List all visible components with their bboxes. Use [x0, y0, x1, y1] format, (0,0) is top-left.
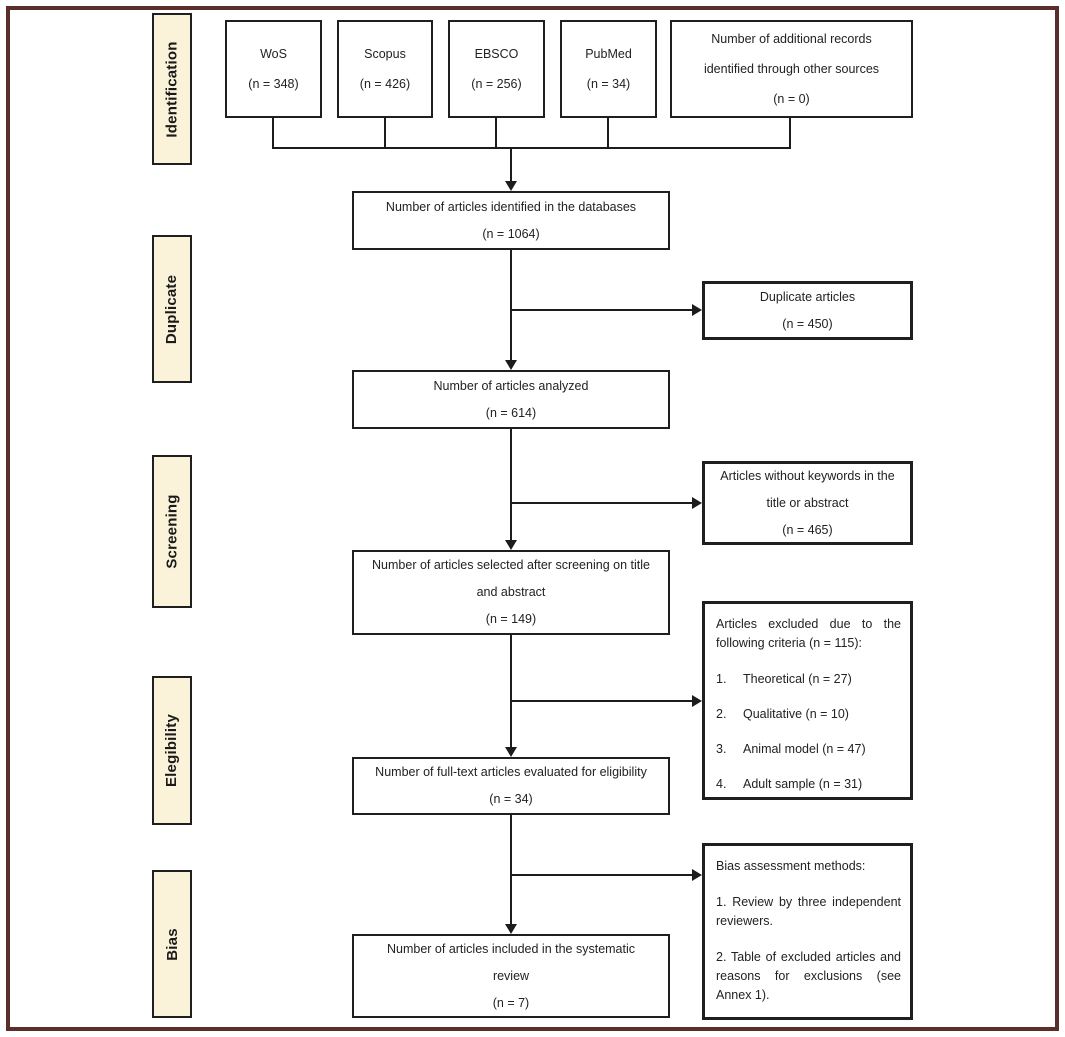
- source-name: WoS: [260, 47, 287, 61]
- connector-branch-no-keywords: [511, 502, 693, 504]
- excluded-item: 4. Adult sample (n = 31): [716, 776, 901, 793]
- excluded-item-text: Qualitative (n = 10): [743, 707, 849, 721]
- arrow-right-icon: [692, 497, 702, 509]
- connector-branch-duplicates: [511, 309, 693, 311]
- connector-stub-scopus: [384, 118, 386, 148]
- stage-label-text: Duplicate: [163, 274, 181, 344]
- connector-analyzed-screened: [510, 429, 512, 541]
- flow-title-line: review: [492, 968, 530, 983]
- flow-box-included: Number of articles included in the syste…: [352, 934, 670, 1018]
- source-box-pubmed: PubMed (n = 34): [560, 20, 657, 118]
- connector-branch-bias: [511, 874, 693, 876]
- connector-stub-wos: [272, 118, 274, 148]
- stage-label-identification: Identification: [152, 13, 192, 165]
- source-box-ebsco: EBSCO (n = 256): [448, 20, 545, 118]
- side-title-line: title or abstract: [766, 495, 849, 510]
- flow-count: (n = 149): [485, 612, 537, 626]
- source-count: (n = 0): [773, 92, 810, 106]
- excluded-intro: Articles excluded due to the following c…: [716, 617, 901, 650]
- stage-label-text: Identification: [163, 40, 181, 138]
- flow-box-fulltext: Number of full-text articles evaluated f…: [352, 757, 670, 815]
- connector-stub-other: [789, 118, 791, 148]
- connector-to-identified: [510, 148, 512, 182]
- excluded-item: 1. Theoretical (n = 27): [716, 671, 901, 688]
- source-box-other-sources: Number of additional records identified …: [670, 20, 913, 118]
- diagram-frame: [6, 6, 1059, 1031]
- excluded-item-text: Adult sample (n = 31): [743, 777, 863, 791]
- flow-title-line: Number of articles included in the syste…: [386, 941, 636, 956]
- flow-box-screened: Number of articles selected after screen…: [352, 550, 670, 635]
- arrow-down-icon: [505, 540, 517, 550]
- flow-count: (n = 1064): [482, 226, 540, 241]
- arrow-right-icon: [692, 695, 702, 707]
- source-count: (n = 426): [359, 77, 411, 91]
- flow-count: (n = 34): [489, 792, 533, 806]
- stage-label-text: Screening: [163, 494, 181, 569]
- bias-paragraph: 1. Review by three independent reviewers…: [716, 895, 901, 928]
- stage-label-text: Elegibility: [163, 713, 181, 788]
- side-box-duplicates: Duplicate articles (n = 450): [702, 281, 913, 340]
- excluded-item-number: 2.: [716, 707, 727, 721]
- arrow-down-icon: [505, 924, 517, 934]
- side-title-line: Articles without keywords in the: [720, 468, 895, 483]
- side-count: (n = 450): [782, 316, 833, 331]
- source-count: (n = 256): [471, 77, 522, 91]
- side-box-excluded-criteria: Articles excluded due to the following c…: [702, 601, 913, 800]
- connector-fulltext-included: [510, 815, 512, 925]
- connector-stub-pubmed: [607, 118, 609, 148]
- flow-box-identified: Number of articles identified in the dat…: [352, 191, 670, 250]
- flow-title: Number of full-text articles evaluated f…: [375, 765, 647, 779]
- connector-stub-ebsco: [495, 118, 497, 148]
- side-box-no-keywords: Articles without keywords in the title o…: [702, 461, 913, 545]
- flow-title-line: Number of articles selected after screen…: [372, 558, 650, 572]
- source-count: (n = 34): [586, 77, 631, 91]
- excluded-item-number: 1.: [716, 672, 727, 686]
- bias-paragraph: 2. Table of excluded articles and reason…: [716, 950, 901, 1002]
- excluded-item: 2. Qualitative (n = 10): [716, 706, 901, 723]
- source-name: PubMed: [585, 47, 632, 61]
- source-box-scopus: Scopus (n = 426): [337, 20, 433, 118]
- excluded-item-text: Animal model (n = 47): [743, 742, 866, 756]
- connector-collector-line: [272, 147, 791, 149]
- stage-label-elegibility: Elegibility: [152, 676, 192, 825]
- flow-title: Number of articles identified in the dat…: [385, 199, 637, 214]
- excluded-item: 3. Animal model (n = 47): [716, 741, 901, 758]
- excluded-item-text: Theoretical (n = 27): [743, 672, 852, 686]
- arrow-down-icon: [505, 747, 517, 757]
- flow-title-line: and abstract: [476, 585, 546, 599]
- side-box-bias-methods: Bias assessment methods: 1. Review by th…: [702, 843, 913, 1020]
- flow-box-analyzed: Number of articles analyzed (n = 614): [352, 370, 670, 429]
- bias-title: Bias assessment methods:: [716, 859, 866, 873]
- stage-label-screening: Screening: [152, 455, 192, 608]
- arrow-down-icon: [505, 181, 517, 191]
- arrow-down-icon: [505, 360, 517, 370]
- flow-count: (n = 614): [485, 405, 537, 420]
- source-title-line: identified through other sources: [703, 62, 880, 76]
- source-name: Scopus: [364, 47, 406, 61]
- flow-count: (n = 7): [492, 995, 530, 1010]
- connector-identified-analyzed: [510, 250, 512, 361]
- arrow-right-icon: [692, 869, 702, 881]
- arrow-right-icon: [692, 304, 702, 316]
- side-count: (n = 465): [782, 522, 833, 537]
- source-name: EBSCO: [474, 47, 519, 61]
- flow-title: Number of articles analyzed: [433, 378, 589, 393]
- excluded-item-number: 3.: [716, 742, 727, 756]
- source-box-wos: WoS (n = 348): [225, 20, 322, 118]
- source-count: (n = 348): [248, 77, 299, 91]
- excluded-item-number: 4.: [716, 777, 727, 791]
- stage-label-text: Bias: [163, 927, 181, 961]
- stage-label-bias: Bias: [152, 870, 192, 1018]
- connector-screened-fulltext: [510, 635, 512, 748]
- source-title-line: Number of additional records: [711, 32, 872, 46]
- stage-label-duplicate: Duplicate: [152, 235, 192, 383]
- side-title: Duplicate articles: [759, 289, 856, 304]
- connector-branch-excluded: [511, 700, 693, 702]
